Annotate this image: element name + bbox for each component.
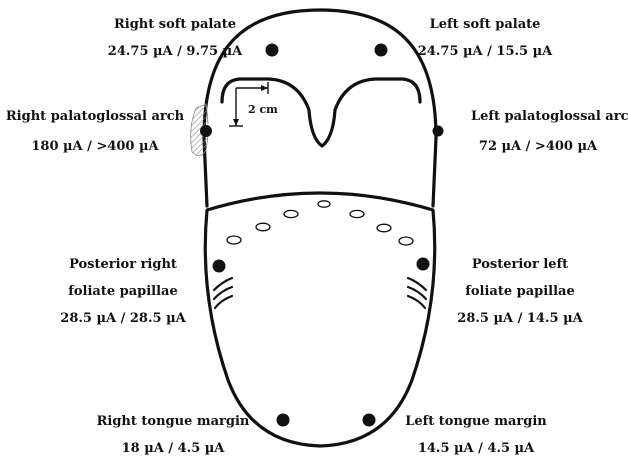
left-palatoglossal-arch-value: 72 µA / >400 µA (479, 139, 598, 154)
right-palatoglossal-arch-label: Right palatoglossal arch (6, 109, 185, 124)
right-soft-palate-value: 24.75 µA / 9.75 µA (108, 44, 243, 59)
circumvallate-papillae (227, 201, 413, 245)
posterior-right-foliate-label-2: foliate papillae (68, 284, 177, 299)
left-palatoglossal-arch-site (433, 126, 444, 137)
posterior-right-foliate-site (213, 260, 226, 273)
right-palatoglossal-arch-value: 180 µA / >400 µA (31, 139, 159, 154)
left-pharyngeal-wall (433, 138, 436, 206)
posterior-right-foliate-value: 28.5 µA / 28.5 µA (60, 311, 186, 326)
soft-palate-outline (204, 10, 436, 138)
right-tongue-margin-site (277, 414, 290, 427)
left-tongue-margin-site (363, 414, 376, 427)
posterior-right-foliate-label-1: Posterior right (69, 257, 177, 272)
papilla (284, 210, 298, 217)
posterior-left-foliate-label-2: foliate papillae (465, 284, 574, 299)
papilla (256, 223, 270, 231)
papilla (227, 236, 241, 244)
left-soft-palate-value: 24.75 µA / 15.5 µA (418, 44, 553, 59)
left-tongue-margin-label: Left tongue margin (405, 414, 547, 429)
distance-label: 2 cm (248, 103, 278, 116)
left-soft-palate-site (375, 44, 388, 57)
right-soft-palate-site (266, 44, 279, 57)
right-tongue-margin-label: Right tongue margin (97, 414, 250, 429)
right-tongue-margin-value: 18 µA / 4.5 µA (122, 441, 226, 456)
tongue-outline (205, 193, 434, 446)
left-soft-palate-label: Left soft palate (430, 17, 541, 32)
papilla (377, 224, 391, 232)
papilla (350, 210, 364, 217)
left-tongue-margin-value: 14.5 µA / 4.5 µA (418, 441, 535, 456)
posterior-left-foliate-label-1: Posterior left (472, 257, 568, 272)
right-foliate-folds (214, 278, 232, 308)
posterior-left-foliate-site (417, 258, 430, 271)
papilla (399, 237, 413, 245)
papilla (318, 201, 330, 207)
left-foliate-folds (408, 278, 426, 308)
right-palatoglossal-arch-site (200, 125, 212, 137)
distance-marker: 2 cm (229, 82, 278, 126)
right-soft-palate-label: Right soft palate (114, 17, 236, 32)
posterior-left-foliate-value: 28.5 µA / 14.5 µA (457, 311, 583, 326)
left-palatoglossal-arch-label: Left palatoglossal arch (471, 109, 628, 124)
